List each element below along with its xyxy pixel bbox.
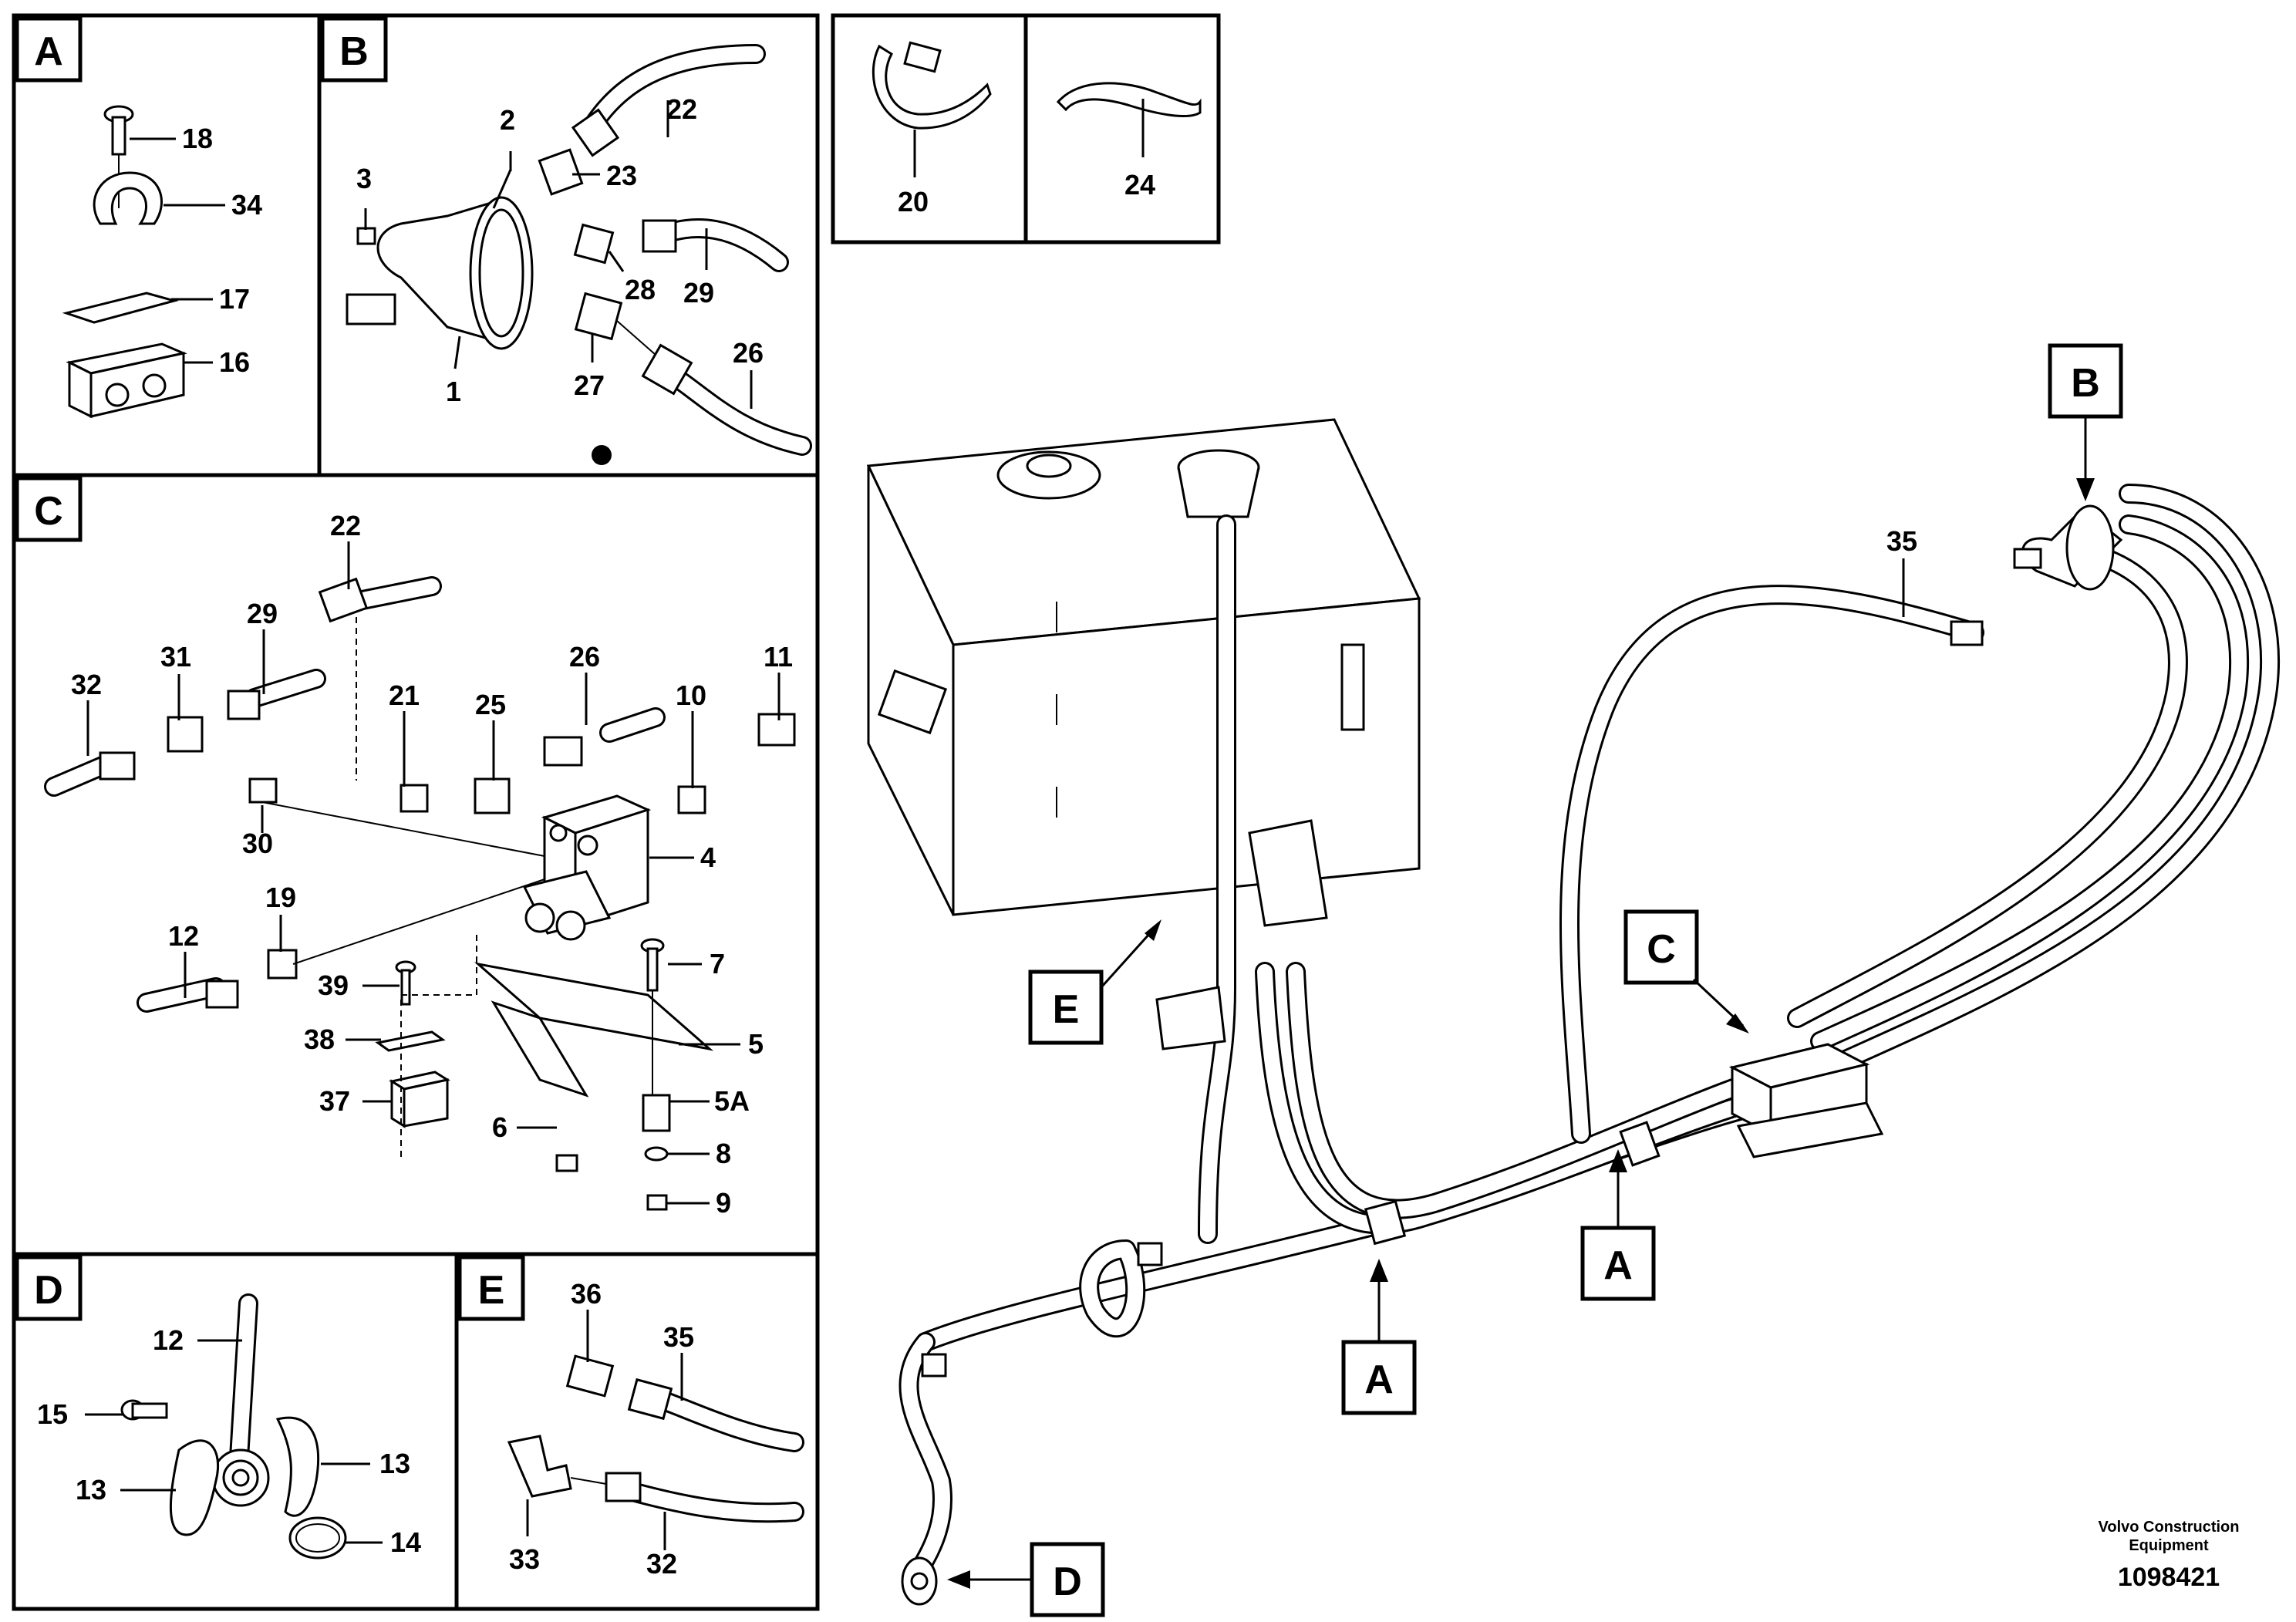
svg-text:A: A: [1364, 1357, 1394, 1402]
footer: Volvo Construction Equipment 1098421: [2099, 1519, 2240, 1592]
callout-a-right: A: [1580, 1149, 1656, 1301]
label-c-4: 11: [764, 641, 793, 673]
label-e-3: 33: [509, 1543, 540, 1575]
svg-text:B: B: [2071, 361, 2100, 406]
panel-b-caption-box: [320, 16, 388, 83]
label-e-4: 32: [646, 1548, 677, 1580]
label-b-1: 2: [500, 104, 515, 136]
label-b-8: 27: [574, 369, 605, 401]
panel-a-caption-box: [15, 16, 83, 83]
drawing-number: 1098421: [2118, 1563, 2220, 1592]
svg-text:A: A: [1603, 1243, 1633, 1288]
label-d-4: 13: [76, 1474, 106, 1506]
clamp-block-icon: [66, 342, 187, 419]
panel-c-caption: C: [34, 489, 63, 534]
bolt-icon: [103, 105, 134, 156]
label-c-20: 6: [492, 1111, 507, 1143]
label-c-12: 19: [265, 882, 296, 913]
label-c-17: 5: [748, 1028, 764, 1060]
label-b-5: 28: [625, 274, 656, 305]
label-b-4: 23: [606, 160, 637, 191]
label-c-19: 5A: [714, 1085, 750, 1117]
label-a-1: 18: [182, 123, 213, 154]
svg-text:D: D: [1053, 1560, 1082, 1604]
label-c-21: 8: [716, 1138, 731, 1169]
main-valve-block-icon: [1728, 1043, 1884, 1158]
panel-d: D 12 15 13 13 14: [12, 1252, 459, 1611]
label-c-9: 10: [676, 679, 706, 711]
svg-text:C: C: [1647, 927, 1676, 972]
bracket-icon: [474, 962, 714, 1098]
cable-tie-icon: [1056, 82, 1202, 118]
label-d-3: 13: [379, 1448, 410, 1479]
label-c-10: 30: [242, 828, 273, 859]
label-b-2: 22: [666, 93, 697, 125]
label-a-2: 34: [231, 189, 262, 221]
label-c-16: 38: [304, 1023, 335, 1055]
panel-c: C: [12, 445, 820, 1256]
panel-e: E 36 35 33 32: [454, 1252, 820, 1611]
label-c-8: 25: [475, 689, 506, 720]
label-d-1: 12: [153, 1324, 184, 1356]
callout-e: E: [1028, 919, 1161, 1045]
elbow-icon: [507, 1435, 572, 1498]
panel-b: B: [317, 13, 820, 477]
company-name-line2: Equipment: [2129, 1537, 2209, 1554]
panel-c-caption-box: [15, 476, 83, 542]
label-b-3: 3: [356, 163, 372, 194]
label-c-15: 39: [318, 969, 349, 1001]
label-b-6: 29: [683, 277, 714, 309]
label-t2: 24: [1124, 169, 1155, 201]
flange-icon: [211, 1448, 270, 1507]
panel-e-caption: E: [478, 1268, 505, 1313]
main-assembly: B C A A E D: [866, 343, 2281, 1617]
panel-e-caption-box: [457, 1255, 525, 1321]
hydraulic-tank-icon: [866, 418, 1421, 927]
label-d-5: 14: [390, 1526, 421, 1558]
panel-b-caption: B: [339, 29, 369, 74]
cable-clip-icon: [872, 44, 992, 130]
label-c-13: 12: [168, 920, 199, 952]
panel-a-caption: A: [34, 29, 63, 74]
label-c-1: 22: [330, 510, 361, 541]
main-steering-unit-icon: [2013, 504, 2123, 591]
label-b-7: 1: [446, 376, 461, 407]
label-a-3: 17: [219, 283, 250, 315]
callout-d: D: [947, 1542, 1105, 1617]
panel-a: A 18 34 17 16: [12, 13, 322, 477]
label-c-3: 26: [569, 641, 600, 673]
label-c-18: 37: [319, 1085, 350, 1117]
label-e-2: 35: [663, 1321, 694, 1353]
label-c-22: 9: [716, 1187, 731, 1219]
panel-d-caption-box: [15, 1255, 83, 1321]
label-c-7: 21: [389, 679, 420, 711]
inset-panel-cable-tie: 24: [1023, 13, 1221, 244]
label-c-11: 4: [700, 841, 716, 873]
panel-d-caption: D: [34, 1268, 63, 1313]
label-t1: 20: [898, 186, 929, 218]
clip-icon: [93, 171, 163, 225]
label-c-2: 29: [247, 598, 278, 629]
adapter-icon: [565, 1354, 615, 1398]
inset-panel-cable-clip: 20: [831, 13, 1028, 244]
label-c-14: 7: [710, 948, 725, 980]
steering-unit-icon: [346, 196, 534, 350]
label-c-6: 32: [71, 669, 102, 700]
label-b-9: 26: [733, 337, 764, 369]
label-d-2: 15: [37, 1398, 68, 1430]
label-a-4: 16: [219, 346, 250, 378]
company-name-line1: Volvo Construction: [2099, 1519, 2240, 1536]
plate-icon: [62, 292, 179, 324]
callout-a-left: A: [1341, 1259, 1417, 1415]
valve-block-icon: [522, 794, 652, 941]
fitting-icon: [571, 108, 620, 157]
label-e-1: 36: [571, 1278, 602, 1310]
svg-text:E: E: [1053, 987, 1080, 1032]
callout-c: C: [1623, 909, 1749, 1034]
label-c-5: 31: [160, 641, 191, 673]
callout-b: B: [2048, 343, 2123, 501]
main-label-35: 35: [1886, 525, 1917, 557]
